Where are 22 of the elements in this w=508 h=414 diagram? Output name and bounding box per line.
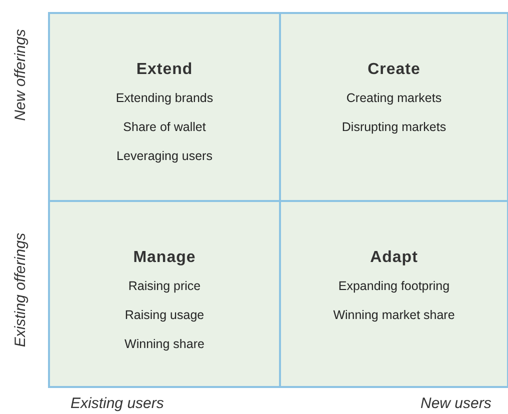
strategy-item: Creating markets <box>346 90 442 107</box>
strategy-item: Raising usage <box>124 307 204 324</box>
strategy-item: Raising price <box>128 278 201 295</box>
strategy-item: Leveraging users <box>116 148 212 165</box>
strategy-item: Winning market share <box>333 307 455 324</box>
x-axis-label: New users <box>420 395 492 413</box>
quadrant-title: Create <box>368 60 420 80</box>
y-axis-label: Existing offerings <box>12 232 30 348</box>
quadrant-box <box>279 12 508 202</box>
strategy-item: Extending brands <box>116 90 214 107</box>
quadrant-box <box>48 12 281 202</box>
strategy-item: Winning share <box>124 336 204 353</box>
y-axis-label: New offerings <box>12 29 30 121</box>
strategy-item: Share of wallet <box>123 119 206 136</box>
strategy-item: Disrupting markets <box>342 119 446 136</box>
x-axis-label: Existing users <box>70 395 164 413</box>
quadrant-box <box>279 200 508 388</box>
strategy-item: Expanding footpring <box>338 278 450 295</box>
quadrant-title: Manage <box>133 248 196 268</box>
quadrant-title: Adapt <box>370 248 418 268</box>
quadrant-box <box>48 200 281 388</box>
quadrant-title: Extend <box>136 60 193 80</box>
